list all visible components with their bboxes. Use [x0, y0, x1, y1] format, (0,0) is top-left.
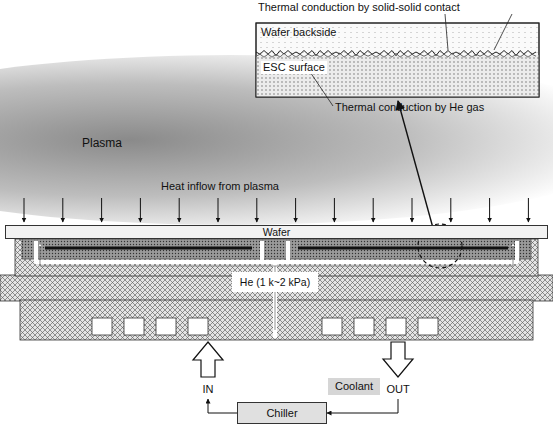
out-arrow	[383, 342, 413, 377]
heat-arrows	[412, 198, 413, 222]
coolant-line	[327, 399, 398, 413]
node-label: Wafer backside	[261, 26, 336, 39]
he-flow-arrow	[40, 244, 513, 330]
dielectric-layer	[22, 239, 531, 259]
plasma-cloud	[0, 55, 553, 225]
he-flow-arrow	[275, 244, 513, 266]
coolant-channel	[156, 318, 176, 335]
coolant-channel	[322, 318, 342, 335]
heat-arrows	[489, 198, 490, 222]
heat-arrows	[24, 198, 528, 222]
node-label: Wafer	[263, 226, 291, 238]
heat-arrows	[334, 198, 335, 222]
esc-surface-band: ESC surface	[256, 58, 539, 97]
annotation: Thermal conduction by solid-solid contac…	[258, 1, 460, 14]
coolant-channel	[386, 318, 406, 335]
heat-arrows	[295, 198, 296, 222]
out-arrow	[383, 342, 413, 377]
heat-arrows	[62, 198, 63, 222]
he-gas-channel	[262, 241, 288, 262]
heat-arrows	[256, 198, 257, 222]
heat-arrows	[24, 198, 25, 222]
coolant-channel	[92, 318, 438, 335]
heat-arrows	[373, 198, 374, 222]
chiller-box: Chiller	[237, 402, 327, 424]
zoom-inset	[256, 23, 539, 97]
zoom-inset	[256, 23, 539, 97]
node-label: Coolant	[335, 380, 373, 393]
annotation: Heat inflow from plasma	[161, 180, 279, 193]
he-gas-channel	[36, 241, 517, 338]
coolant-line	[208, 399, 237, 413]
heat-arrows	[179, 198, 180, 222]
zoom-inset	[256, 55, 539, 97]
coolant-channel	[354, 318, 374, 335]
in-arrow	[193, 342, 223, 377]
in-arrow	[193, 342, 223, 377]
port-label: OUT	[386, 383, 409, 396]
chuck-base	[0, 239, 553, 340]
plasma-cloud	[0, 55, 553, 225]
he-label-ground	[232, 272, 318, 292]
dielectric-layer	[22, 239, 531, 259]
electrode	[298, 247, 508, 250]
coolant-channel	[92, 318, 112, 335]
region-label: Plasma	[82, 137, 122, 151]
node-label: ESC surface	[261, 61, 327, 74]
coolant-channel	[418, 318, 438, 335]
wafer-backside-band: Wafer backside	[256, 23, 539, 53]
he-label-ground	[232, 272, 318, 292]
node-label: Chiller	[266, 407, 297, 420]
zoom-arrow	[398, 101, 433, 228]
gas-label: He (1 k~2 kPa)	[240, 276, 310, 288]
wafer-plate: Wafer	[5, 225, 548, 239]
heat-arrows	[101, 198, 102, 222]
zoom-inset	[256, 53, 536, 57]
leader-line	[445, 14, 448, 50]
leader-line	[494, 14, 512, 50]
coolant-channel	[124, 318, 144, 335]
heat-arrows	[528, 198, 529, 222]
heat-arrows	[140, 198, 141, 222]
electrode	[45, 247, 508, 250]
heat-arrows	[450, 198, 451, 222]
coolant-channel	[188, 318, 208, 335]
zoom-arrow	[398, 101, 433, 228]
he-gas-channel	[275, 241, 517, 262]
port-label: IN	[203, 383, 214, 396]
electrode	[45, 247, 252, 250]
zoom-inset	[256, 23, 539, 97]
heat-arrows	[218, 198, 219, 222]
annotation: Thermal conduction by He gas	[335, 101, 484, 114]
coolant-box: Coolant	[328, 378, 380, 395]
